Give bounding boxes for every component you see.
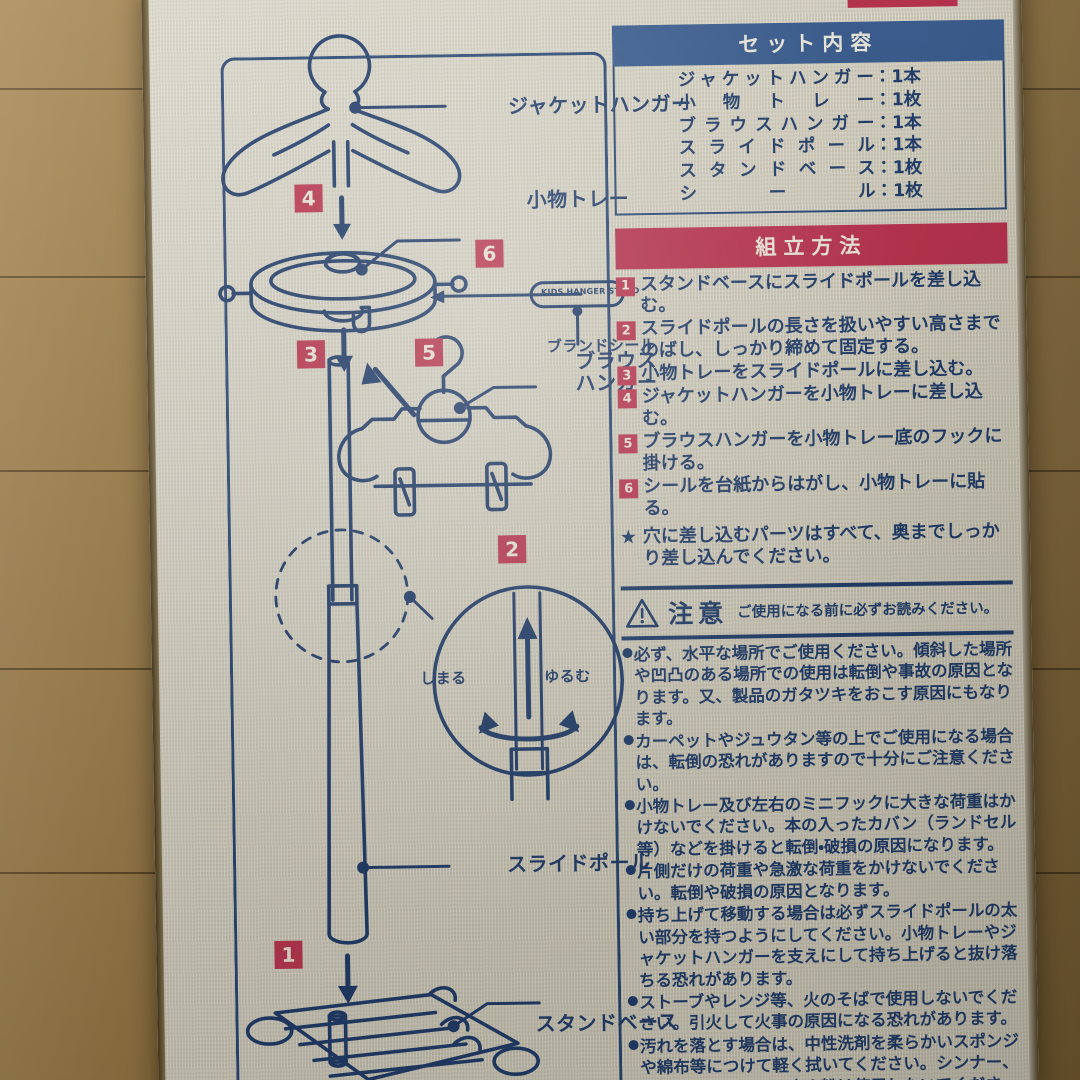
- hanger-clip: [485, 461, 509, 512]
- caution-header: 注意 ご使用になる前に必ずお読みください。: [621, 584, 1014, 636]
- right-info-column: セット内容 ジャケットハンガー ：1本 小物トレー ：1枚 ブラウスハンガー ：…: [611, 19, 1022, 1080]
- product-package-box: K1: [141, 0, 1039, 1080]
- pole-adjust-detail-circle: [432, 585, 624, 802]
- caution-section: 注意 ご使用になる前に必ずお読みください。 ● 必ず、水平な場所でご使用ください…: [620, 580, 1022, 1080]
- blouse-hanger-drawing: [337, 335, 553, 517]
- assembly-diagram-illustration: [218, 34, 625, 1080]
- stand-base-drawing: [245, 986, 540, 1080]
- slide-pole-drawing: [326, 355, 369, 945]
- small-item-tray-drawing: [218, 251, 468, 334]
- hanger-clip: [393, 467, 417, 517]
- warning-triangle-icon: [626, 598, 659, 628]
- jacket-hanger-drawing: [221, 34, 462, 197]
